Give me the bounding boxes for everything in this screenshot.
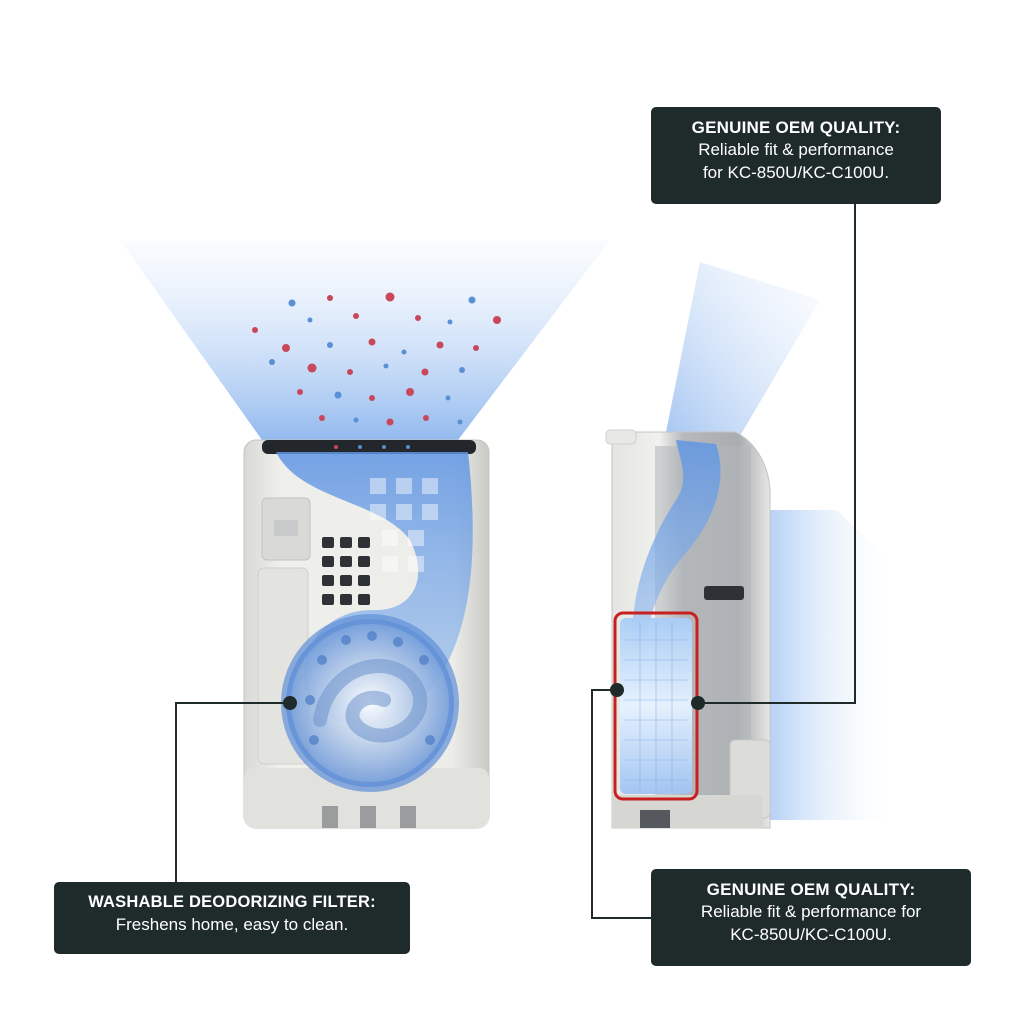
callout-title: GENUINE OEM QUALITY: bbox=[706, 880, 916, 899]
callout-text: Freshens home, easy to clean. bbox=[115, 914, 349, 934]
leader-dot-left bbox=[283, 696, 297, 710]
callout-oem-quality-top: GENUINE OEM QUALITY: Reliable fit & perf… bbox=[651, 107, 941, 204]
callout-oem-quality-bottom: GENUINE OEM QUALITY: Reliable fit & perf… bbox=[651, 869, 971, 966]
callout-deodorizing-filter: WASHABLE DEODORIZING FILTER: Freshens ho… bbox=[54, 882, 410, 954]
callout-text: KC-850U/KC-C100U. bbox=[730, 924, 892, 944]
callout-text: for KC-850U/KC-C100U. bbox=[702, 162, 890, 182]
airflow-beam-left bbox=[120, 240, 610, 440]
callout-title: GENUINE OEM QUALITY: bbox=[691, 118, 901, 137]
leader-lines bbox=[175, 204, 856, 919]
leader-dot-right-bottom bbox=[610, 683, 624, 697]
particles bbox=[252, 292, 501, 426]
purifier-side-view bbox=[605, 429, 771, 829]
vent-grid bbox=[322, 537, 370, 605]
airflow-beam-right bbox=[662, 262, 820, 470]
airflow-side bbox=[770, 510, 900, 820]
leader-dot-right-top bbox=[691, 696, 705, 710]
callout-title: WASHABLE DEODORIZING FILTER: bbox=[88, 893, 376, 911]
purifier-front-view bbox=[243, 439, 490, 829]
callout-text: Reliable fit & performance for bbox=[700, 902, 922, 922]
callout-text: Reliable fit & performance bbox=[698, 140, 894, 160]
